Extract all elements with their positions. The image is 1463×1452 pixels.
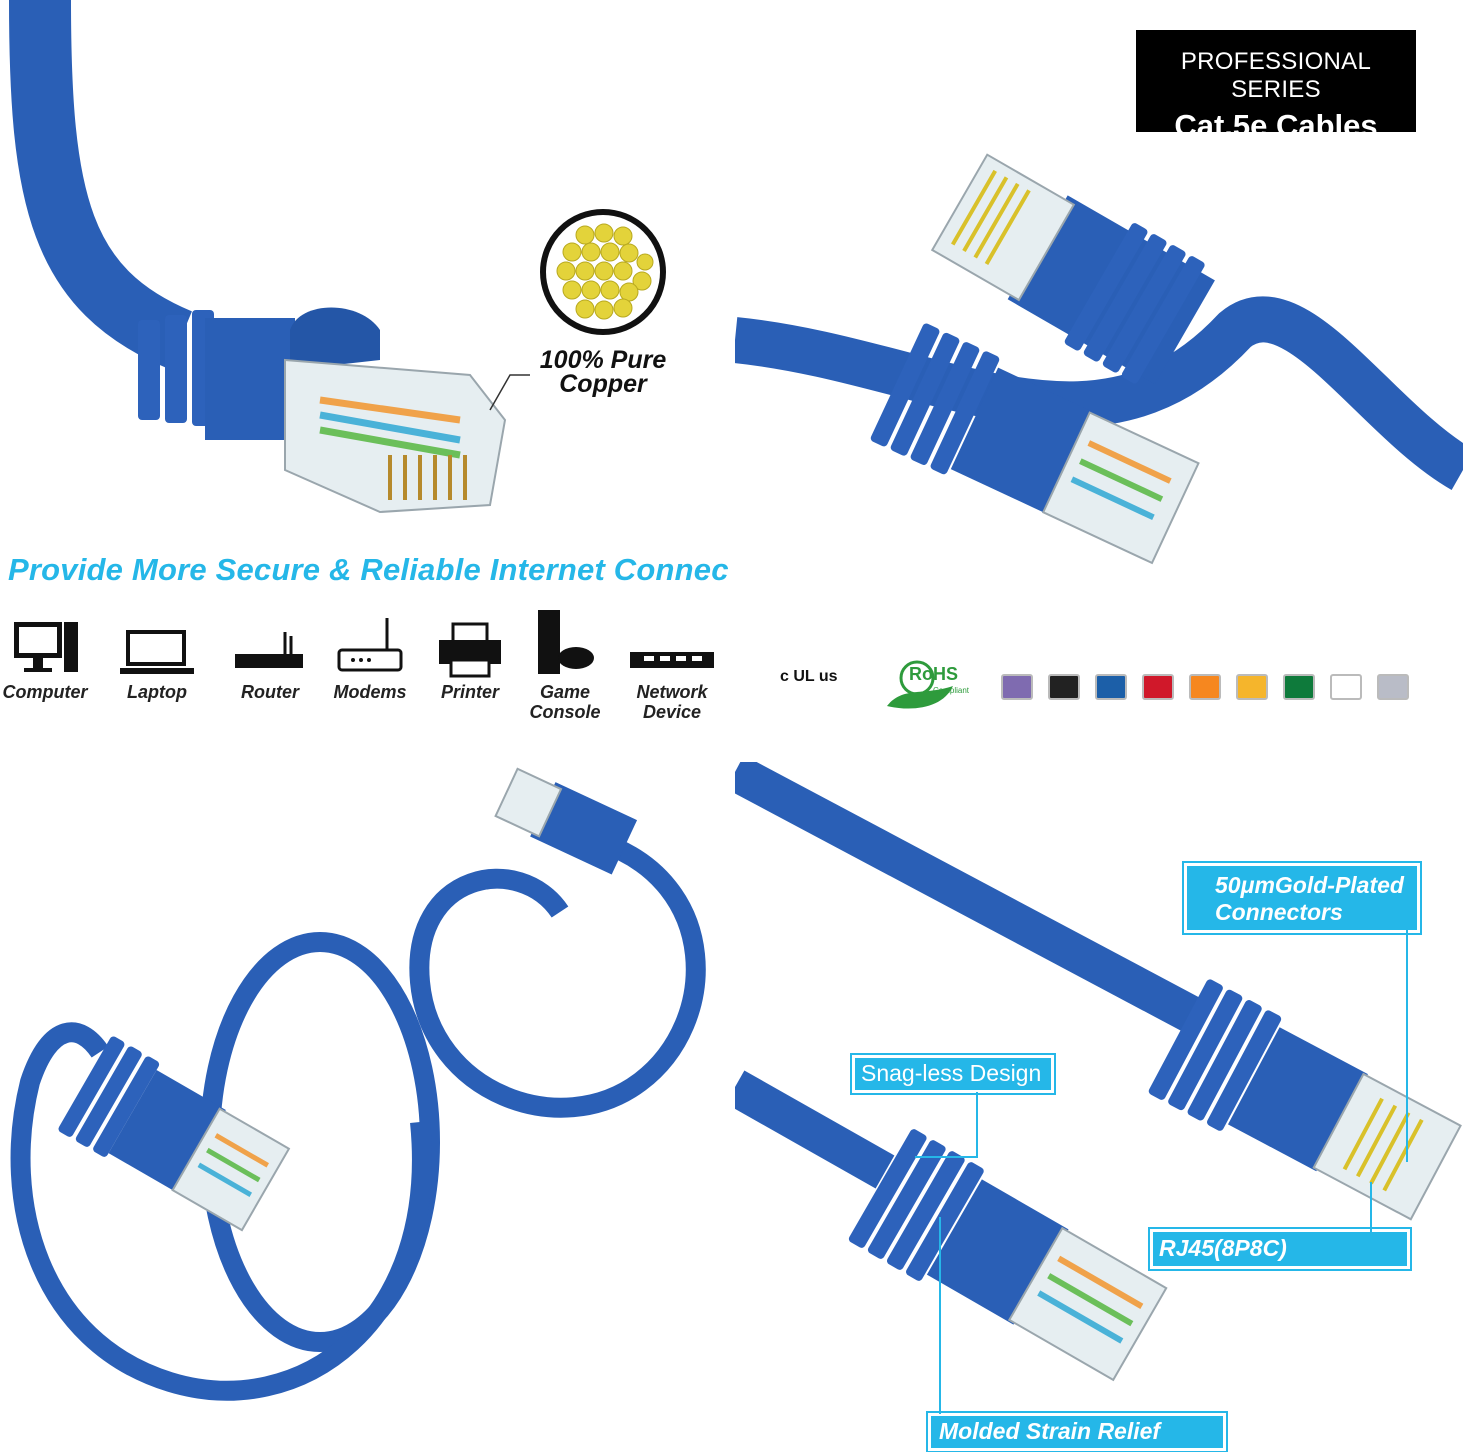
- rohs-compliant-logo: RoHS Compliant: [883, 656, 975, 714]
- callout-strain-relief-boots: Molded Strain Relief Boots: [926, 1411, 1228, 1452]
- color-swatch: [1236, 674, 1268, 700]
- callout-gold-line1: 50μmGold-Plated: [1215, 872, 1404, 898]
- modem-icon: [325, 610, 415, 682]
- color-swatch: [1377, 674, 1409, 700]
- device-computer: Computer: [0, 610, 90, 702]
- device-label-line2: Console: [529, 702, 601, 722]
- device-label: Modems: [333, 682, 407, 702]
- ul-certification-mark: c UL us: [780, 668, 838, 685]
- rohs-subtext: Compliant: [933, 686, 970, 695]
- device-modem: Modems: [325, 610, 415, 702]
- device-label-line1: Network: [636, 682, 708, 702]
- callout-rj45-connector: RJ45(8P8C) Connector: [1148, 1227, 1412, 1288]
- device-label: Printer: [440, 682, 500, 702]
- professional-series-badge: PROFESSIONAL SERIES Cat.5e Cables: [1136, 30, 1416, 143]
- device-label: Router: [241, 682, 299, 702]
- badge-line2: Cat.5e Cables: [1174, 108, 1378, 143]
- coiled-cable-illustration: [10, 767, 706, 1401]
- device-game-console: Game Console: [520, 610, 610, 722]
- device-network: Network Device: [626, 610, 718, 722]
- panel-coiled-cable: [0, 762, 730, 1452]
- laptop-icon: [112, 610, 202, 682]
- color-swatch: [1142, 674, 1174, 700]
- two-connectors-illustration: [735, 153, 1463, 565]
- color-swatch-row: [1001, 674, 1409, 700]
- router-icon: [225, 610, 315, 682]
- leaf-icon: [887, 660, 953, 709]
- device-laptop: Laptop: [112, 610, 202, 702]
- device-label: Laptop: [127, 682, 187, 702]
- color-swatch: [1001, 674, 1033, 700]
- panel-professional-series: PROFESSIONAL SERIES Cat.5e Cables c UL u…: [735, 0, 1463, 760]
- panel-feature-callouts: 50μmGold-Plated Connectors Snag-less Des…: [735, 762, 1463, 1452]
- feature-cable-illustration: [735, 762, 1462, 1414]
- device-label-line1: Game: [539, 682, 591, 702]
- badge-line1: PROFESSIONAL SERIES: [1180, 48, 1372, 103]
- panel-copper-and-devices: 100% Pure Copper Provide More Secure & R…: [0, 0, 730, 760]
- color-swatch: [1330, 674, 1362, 700]
- color-swatch: [1189, 674, 1221, 700]
- computer-icon: [0, 610, 90, 682]
- copper-label-line2: Copper: [559, 370, 647, 398]
- device-label: Computer: [2, 682, 88, 702]
- copper-label: 100% Pure Copper: [536, 346, 670, 398]
- color-swatch: [1283, 674, 1315, 700]
- headline: Provide More Secure & Reliable Internet …: [8, 552, 730, 587]
- color-swatch: [1095, 674, 1127, 700]
- color-swatch: [1048, 674, 1080, 700]
- device-printer: Printer: [425, 610, 515, 702]
- connector-closeup-illustration: [9, 0, 666, 514]
- device-label-line2: Device: [642, 702, 702, 722]
- printer-icon: [425, 610, 515, 682]
- game-console-icon: [520, 610, 610, 682]
- copper-label-line1: 100% Pure: [539, 346, 667, 374]
- callout-gold-line2: Connectors: [1215, 899, 1343, 925]
- callout-snagless-design: Snag-less Design: [850, 1053, 1056, 1095]
- device-router: Router: [225, 610, 315, 702]
- rohs-text: RoHS: [909, 664, 958, 684]
- callout-gold-plated: 50μmGold-Plated Connectors: [1182, 861, 1422, 935]
- network-device-icon: [626, 610, 718, 682]
